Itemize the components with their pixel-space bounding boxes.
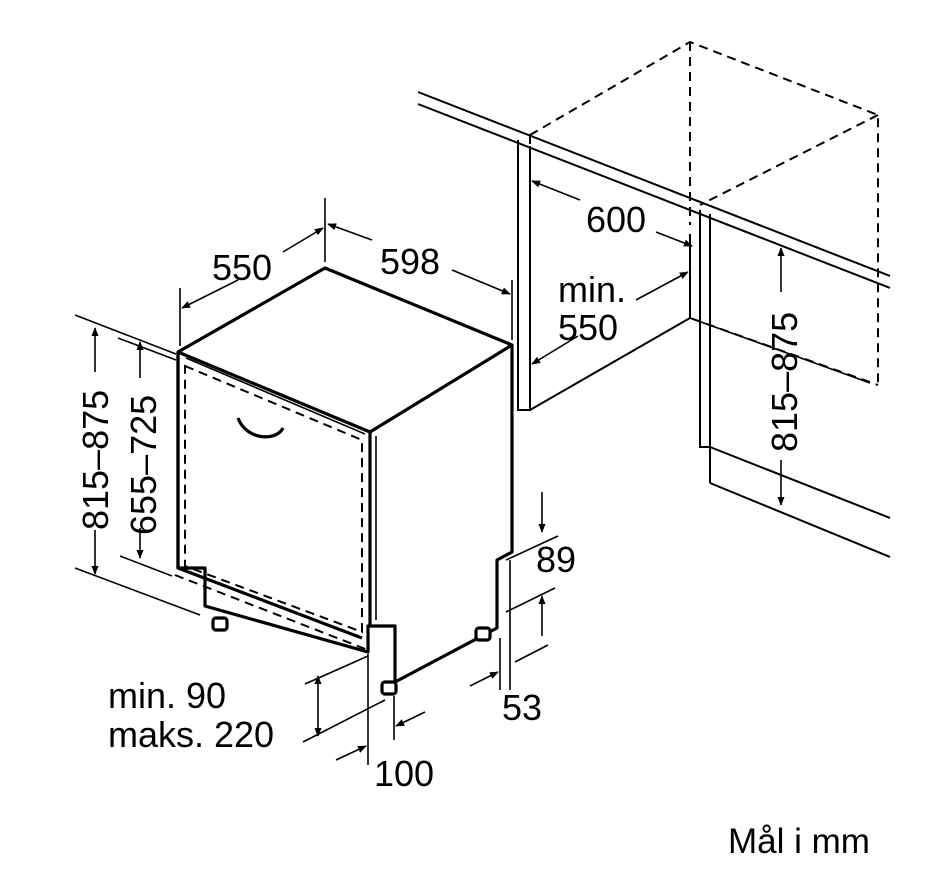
plinth-bottom-line	[204, 605, 369, 653]
label-depth-550: 550	[558, 307, 618, 348]
cabinet-dashed-outline	[529, 40, 879, 386]
foot-front-left	[211, 616, 229, 632]
ext-53	[514, 644, 549, 663]
depth-arrow-upper	[635, 271, 689, 301]
label-89: 89	[536, 539, 576, 580]
ext-plinth-bottom	[302, 699, 386, 743]
plinth-dashed-line	[174, 574, 369, 651]
floor-line-2	[709, 482, 891, 558]
dishwasher-body-outline	[176, 266, 514, 684]
width-arrow-a	[327, 223, 373, 241]
ext-89-top	[505, 535, 559, 561]
label-width-600: 600	[586, 199, 646, 240]
arrow-100-left	[335, 745, 367, 761]
label-appliance-width: 598	[380, 241, 440, 282]
ext-left-top-inner	[117, 337, 177, 361]
width-arrow-b	[451, 269, 511, 295]
niche-dimensions	[531, 180, 785, 506]
niche-back-line	[689, 317, 871, 384]
width-arrow-right	[655, 231, 693, 247]
label-cabinet-height: 815–875	[764, 312, 805, 452]
worktop-line-top	[417, 91, 891, 277]
dishwasher-dimensions	[74, 198, 559, 765]
units-note: Mål i mm	[728, 822, 870, 861]
arrow-100-right	[395, 711, 426, 727]
ext-left-top-outer	[74, 314, 177, 355]
label-height-left: 815–875	[75, 390, 116, 530]
ext-left-bottom-inner	[119, 555, 173, 577]
door-dashed-panel	[184, 364, 363, 634]
ext-plinth-top	[304, 655, 369, 685]
cabinet-niche	[417, 40, 891, 558]
arrow-53	[469, 671, 499, 687]
dishwasher	[174, 266, 514, 696]
foot-rear-right	[474, 626, 492, 642]
worktop-line-bottom	[417, 103, 891, 289]
door-top-inner-line	[185, 357, 366, 435]
door-outline	[176, 352, 363, 640]
label-100: 100	[374, 753, 434, 794]
left-side-panel	[517, 140, 691, 411]
depth-arrow-b	[282, 227, 324, 253]
label-depth-min: min.	[558, 269, 626, 310]
foot-front-right	[380, 680, 398, 696]
door-handle	[236, 417, 285, 439]
right-side-panel	[699, 210, 711, 448]
label-door-height: 655–725	[123, 395, 164, 535]
depth-arrow-a	[181, 279, 239, 309]
floor-line-1	[709, 446, 891, 519]
depth-arrow-lower	[531, 335, 579, 365]
width-arrow-left	[531, 180, 581, 201]
dimension-labels: 600 min. 550 815–875 598 550 815–875 655…	[75, 199, 870, 861]
label-plinth-max: maks. 220	[108, 714, 274, 755]
label-53: 53	[502, 687, 542, 728]
ext-left-bottom-outer	[74, 567, 201, 616]
label-plinth-min: min. 90	[108, 675, 226, 716]
ext-89-bottom	[505, 587, 556, 613]
label-appliance-depth: 550	[212, 247, 272, 288]
